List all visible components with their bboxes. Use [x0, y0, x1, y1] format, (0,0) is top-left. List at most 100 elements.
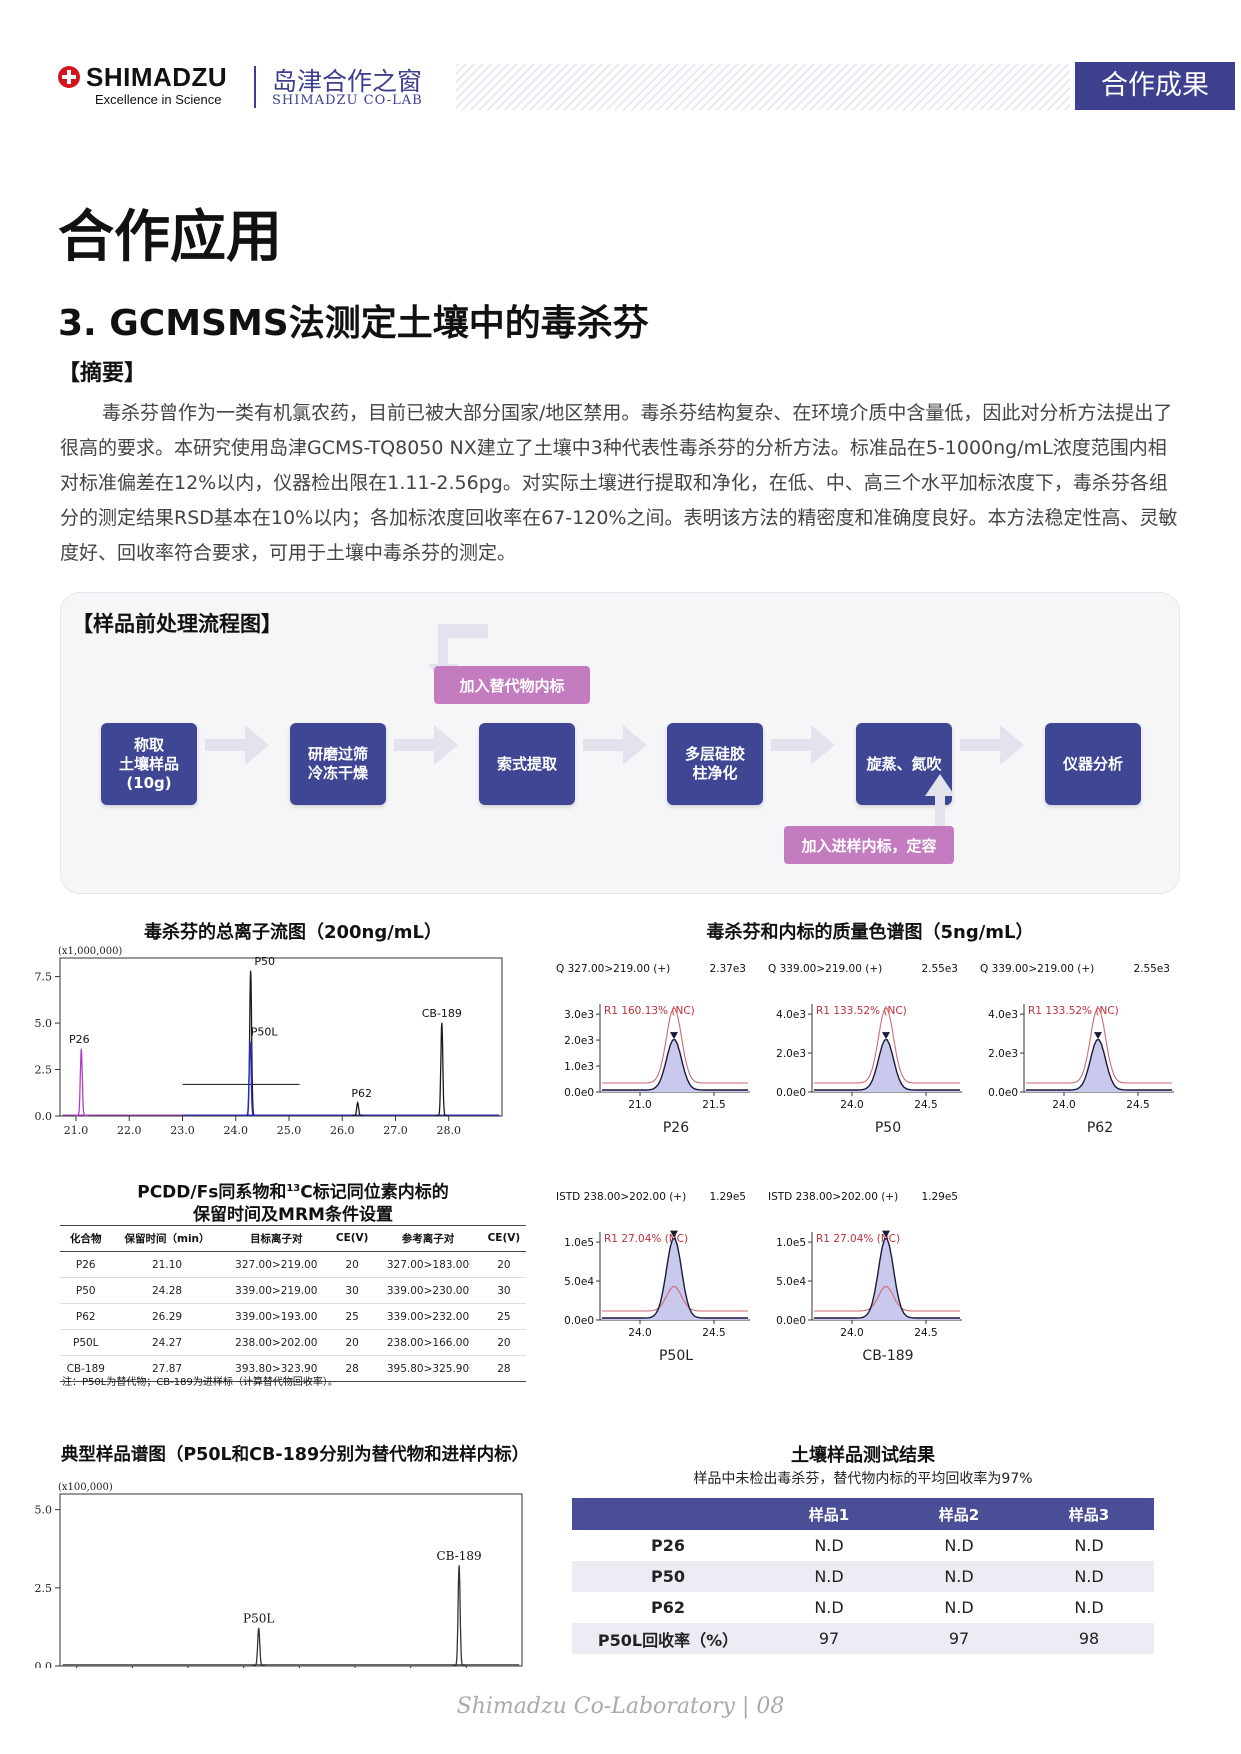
- chromatogram-peak: [452, 1565, 466, 1667]
- mc-x-tick-label: 24.0: [840, 1099, 863, 1111]
- multiplier-label: (x1,000,000): [58, 946, 122, 957]
- table-cell: 393.80>323.90: [222, 1355, 331, 1382]
- mc-target-trace: [814, 1038, 960, 1091]
- chromatogram-peak: [74, 1048, 88, 1117]
- table-cell: N.D: [944, 1598, 974, 1617]
- mc-y-tick-label: 1.0e5: [564, 1237, 594, 1249]
- table-cell: 28: [330, 1355, 375, 1382]
- x-tick-label: 22.0: [117, 1124, 142, 1137]
- y-tick-label: 7.5: [35, 971, 53, 984]
- flow-step-grind: 研磨过筛 冷冻干燥: [290, 723, 386, 805]
- flow-arrow-icon: [583, 725, 647, 765]
- table-cell: 327.00>219.00: [222, 1251, 331, 1278]
- y-tick-label: 5.0: [35, 1017, 53, 1030]
- x-tick-label: 21.0: [64, 1124, 89, 1137]
- table-cell: P62: [651, 1598, 685, 1617]
- mc-x-tick-label: 24.0: [628, 1327, 651, 1339]
- mc-apex-marker: [882, 1032, 890, 1040]
- mc-y-tick-label: 5.0e4: [564, 1276, 594, 1288]
- mc-ratio-label: R1 133.52% (NC): [816, 1005, 907, 1017]
- x-tick-label: 23.0: [170, 1124, 195, 1137]
- mc-reference-trace: [814, 1286, 960, 1312]
- mc-peak-fill: [602, 1238, 748, 1320]
- results-title: 土壤样品测试结果: [791, 1445, 935, 1466]
- table-cell: 238.00>202.00: [222, 1329, 331, 1356]
- mc-channel-label: Q 327.00>219.00 (+): [556, 963, 670, 975]
- mc-ratio-label: R1 27.04% (NC): [604, 1233, 688, 1245]
- peak-label: P50L: [243, 1611, 274, 1625]
- mc-max-label: 1.29e5: [921, 1191, 958, 1203]
- mc-y-tick-label: 0.0e0: [564, 1087, 594, 1099]
- table-header: 样品3: [1024, 1498, 1154, 1530]
- mc-peak-fill: [602, 1039, 748, 1092]
- flow-step-analyze: 仪器分析: [1045, 723, 1141, 805]
- table-cell: 20: [481, 1251, 526, 1278]
- colab-title-en: SHIMADZU CO-LAB: [272, 93, 423, 108]
- table-cell: 25: [481, 1303, 526, 1330]
- mc-apex-marker: [670, 1230, 678, 1238]
- table-cell: N.D: [944, 1536, 974, 1555]
- multiplier-label: (x100,000): [58, 1482, 113, 1493]
- mc-compound-label: P62: [1087, 1120, 1113, 1136]
- table-cell: P50L: [60, 1329, 112, 1356]
- x-tick-label: 27.0: [383, 1124, 408, 1137]
- table-header: CE(V): [330, 1225, 375, 1252]
- mc-apex-marker: [1094, 1032, 1102, 1040]
- page-title: 合作应用: [58, 204, 282, 270]
- brand-name: SHIMADZU: [86, 62, 228, 92]
- flow-arrow-icon: [205, 725, 269, 765]
- mc-channel-label: ISTD 238.00>202.00 (+): [556, 1191, 686, 1203]
- mc-y-tick-label: 2.0e3: [776, 1048, 806, 1060]
- mc-max-label: 2.55e3: [1133, 963, 1170, 975]
- sample-chromatogram-chart: (x100,000)21.022.023.024.025.026.027.028…: [35, 1482, 523, 1668]
- mc-target-trace: [1026, 1038, 1172, 1091]
- mc-target-trace: [814, 1237, 960, 1319]
- flow-arrow-icon: [771, 725, 835, 765]
- mc-peak-fill: [814, 1039, 960, 1092]
- y-tick-label: 5.0: [35, 1504, 53, 1517]
- table-cell: 21.10: [111, 1251, 223, 1278]
- article-title: 3. GCMSMS法测定土壤中的毒杀芬: [58, 303, 649, 344]
- table-cell: N.D: [1024, 1561, 1154, 1592]
- chromatogram-peak: [243, 1041, 257, 1117]
- mc-x-tick-label: 24.5: [914, 1099, 937, 1111]
- mc-apex-marker: [670, 1032, 678, 1040]
- x-tick-label: 26.0: [330, 1124, 355, 1137]
- peak-label: P50L: [251, 1026, 279, 1039]
- mc-y-tick-label: 2.0e3: [564, 1035, 594, 1047]
- table-cell: P50: [572, 1561, 764, 1592]
- table-cell: 28: [481, 1355, 526, 1382]
- y-tick-label: 0.0: [35, 1660, 53, 1668]
- peak-label: P50: [254, 955, 275, 968]
- table-cell: N.D: [1074, 1598, 1104, 1617]
- table-cell: N.D: [814, 1598, 844, 1617]
- table1-note: 注：P50L为替代物；CB-189为进样标（计算替代物回收率）。: [62, 1377, 338, 1388]
- mc-max-label: 2.55e3: [921, 963, 958, 975]
- table-cell: 97: [894, 1623, 1024, 1654]
- mc-channel-label: ISTD 238.00>202.00 (+): [768, 1191, 898, 1203]
- x-tick-label: 28.0: [436, 1124, 461, 1137]
- peak-label: CB-189: [422, 1007, 462, 1020]
- chromatogram-peak: [351, 1100, 365, 1117]
- results-subtitle: 样品中未检出毒杀芬，替代物内标的平均回收率为97%: [693, 1471, 1033, 1487]
- table-header: 样品1: [764, 1498, 894, 1530]
- table-header: 目标离子对: [222, 1225, 331, 1252]
- chart-frame: [59, 1493, 523, 1667]
- mc-y-tick-label: 5.0e4: [776, 1276, 806, 1288]
- mc-y-tick-label: 0.0e0: [988, 1087, 1018, 1099]
- flow-step-soxhlet: 索式提取: [479, 723, 575, 805]
- mc-reference-trace: [1026, 1007, 1172, 1084]
- mc-x-tick-label: 24.0: [840, 1327, 863, 1339]
- table-cell: CB-189: [60, 1355, 112, 1382]
- table-cell: 339.00>232.00: [374, 1303, 482, 1330]
- mc-ratio-label: R1 160.13% (NC): [604, 1005, 695, 1017]
- table-cell: 395.80>325.90: [374, 1355, 482, 1382]
- section-tab: 合作成果: [1075, 62, 1235, 110]
- mc-y-tick-label: 1.0e5: [776, 1237, 806, 1249]
- table-cell: 339.00>230.00: [374, 1277, 482, 1304]
- colab-title-cn: 岛津合作之窗: [272, 67, 423, 96]
